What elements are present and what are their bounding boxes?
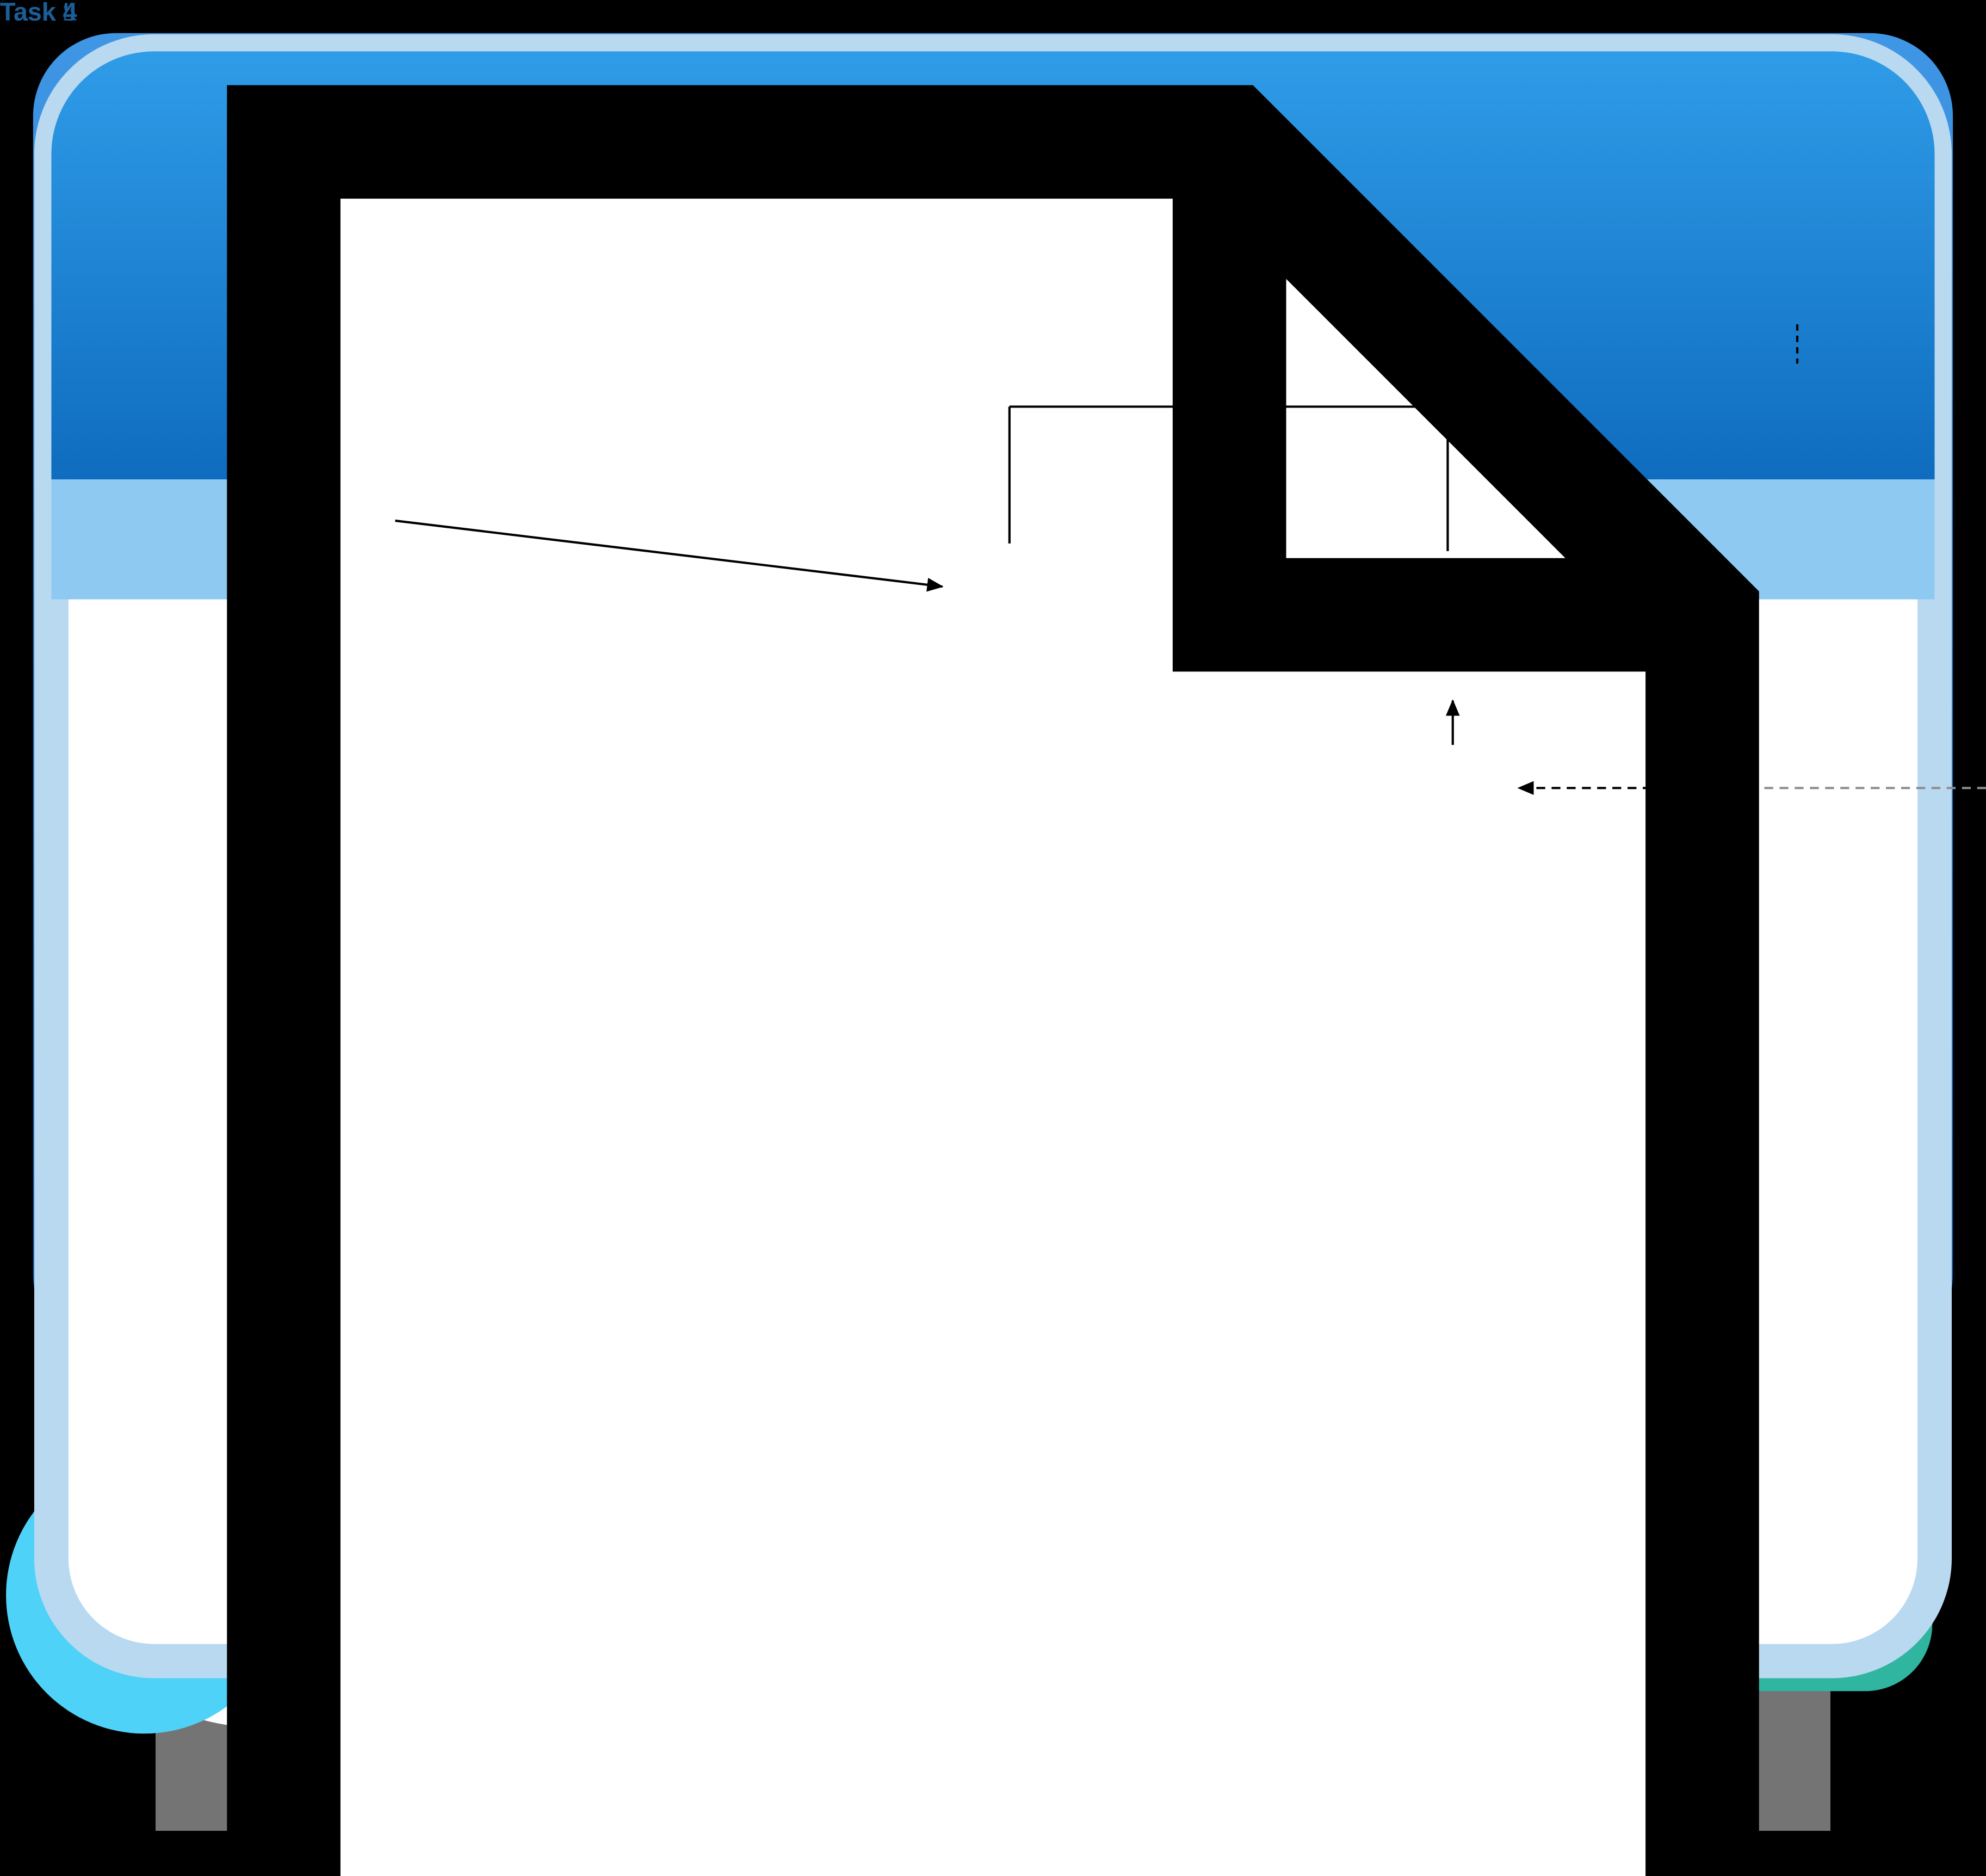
subnet-cidr: 10.70.0.0/24 <box>103 0 238 26</box>
task2-title: Task 2 <box>0 0 77 27</box>
license-file-label: LICENSE <box>0 0 104 26</box>
task6-title: Task 6 <box>0 0 77 27</box>
storage-account-boundary-box <box>0 0 3 3</box>
task3-title: Task 3 <box>0 0 77 27</box>
task6-label-line1: Storage account <box>0 0 189 26</box>
task1-title: Task 1 <box>0 0 77 27</box>
resource-group-name: az104-07-rg0 <box>0 0 146 26</box>
subnet-name: Subnet0 <box>0 0 95 26</box>
vnet-label: az104-05-vnet0 10.70.0.0/22 <box>0 0 314 26</box>
task4-title: Task 4 <box>0 0 77 27</box>
task6-label-line2: Firewall <box>0 0 90 26</box>
blob-container-name: az104-07-container <box>0 0 217 26</box>
task5-title: Task 5 <box>0 0 77 27</box>
storage-account-label: Storage account <box>0 0 189 26</box>
vnet-name: az104-05-vnet0 <box>0 0 171 26</box>
vnet-cidr: 10.70.0.0/22 <box>180 0 314 26</box>
resource-group-name: az104-07-rg1 <box>0 0 146 26</box>
vm-ip: 10.70.0.4 <box>0 0 101 26</box>
browser-label-line2: windows <box>0 0 102 26</box>
browser-label-line1: Browser Private <box>0 0 183 26</box>
vm-name: az104-07-vm0 <box>0 0 157 26</box>
subnet-label: Subnet0 10.70.0.0/24 <box>0 0 238 26</box>
file-share-name: az104-07-share <box>0 0 173 26</box>
